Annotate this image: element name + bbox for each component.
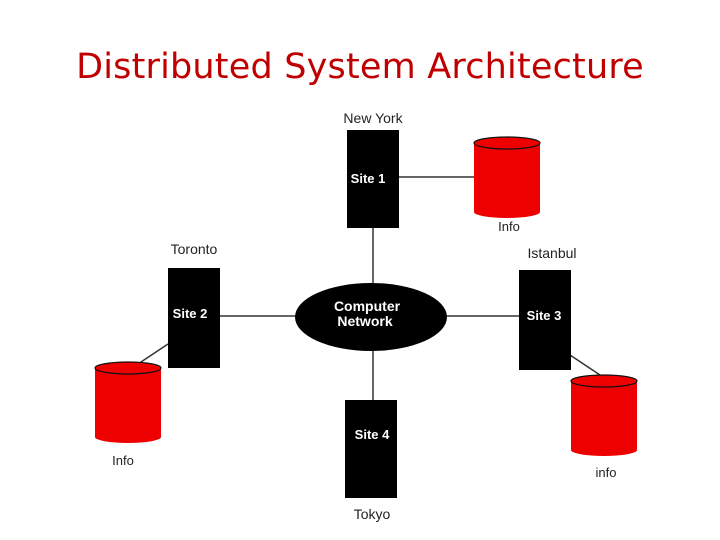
site-4: Site 4 Tokyo [345, 400, 397, 522]
database-3-top [570, 374, 638, 388]
database-2-top [94, 361, 162, 375]
page-title: Distributed System Architecture [76, 47, 644, 87]
site-3-city: Istanbul [527, 245, 576, 261]
site-1-label: Site 1 [351, 171, 386, 186]
database-1-top [473, 136, 541, 150]
network-label-line2: Network [337, 313, 392, 329]
site-4-box [345, 400, 397, 498]
network-ellipse [295, 283, 447, 351]
database-3-body [571, 381, 637, 456]
database-2: Info [94, 361, 162, 468]
database-2-label: Info [112, 453, 134, 468]
site-2: Site 2 Toronto [168, 241, 220, 368]
database-2-body [95, 368, 161, 443]
network-label-line1: Computer [334, 298, 401, 314]
connector-site2-db2 [137, 343, 169, 365]
site-3-label: Site 3 [527, 308, 562, 323]
database-1-label: Info [498, 219, 520, 234]
site-2-city: Toronto [171, 241, 218, 257]
site-4-city: Tokyo [354, 506, 391, 522]
site-2-label: Site 2 [173, 306, 208, 321]
computer-network: Computer Network [295, 283, 447, 351]
connectors [137, 176, 601, 400]
site-1-city: New York [343, 110, 403, 126]
site-3: Site 3 Istanbul [519, 245, 577, 370]
site-1: Site 1 New York [343, 110, 404, 228]
database-3-label: info [596, 465, 617, 480]
database-1-body [474, 143, 540, 218]
database-1: Info [473, 136, 541, 234]
site-2-box [168, 268, 220, 368]
connector-site3-db3 [569, 354, 601, 376]
site-4-label: Site 4 [355, 427, 390, 442]
site-3-box [519, 270, 571, 370]
database-3: info [570, 374, 638, 480]
site-1-box [347, 130, 399, 228]
